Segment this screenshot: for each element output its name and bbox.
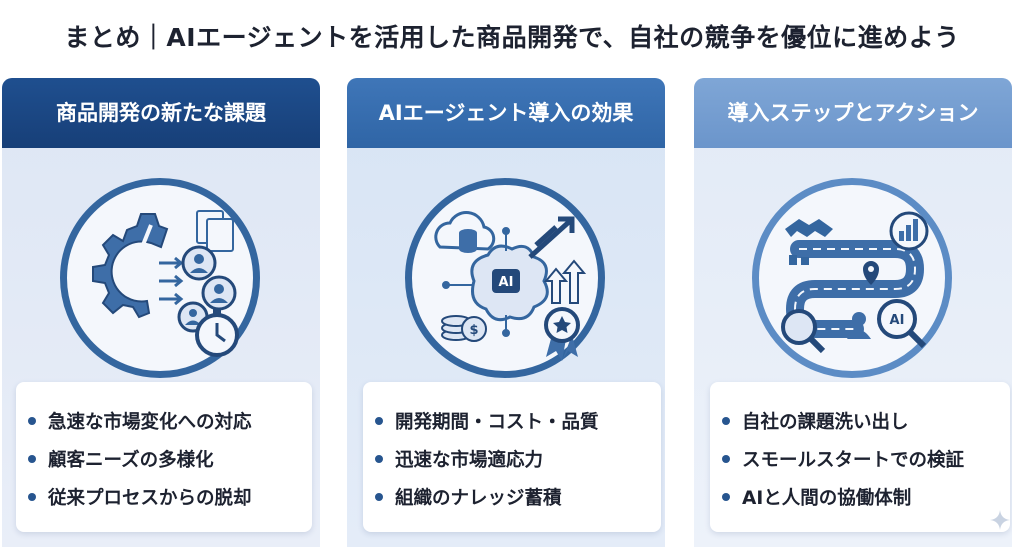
ai-brain-growth-icon: AI $ [405, 178, 605, 378]
effects-list: 開発期間・コスト・品質 迅速な市場適応力 組織のナレッジ蓄積 [363, 382, 661, 532]
bullet-icon [375, 493, 383, 501]
bullet-icon [28, 493, 36, 501]
panel-header: 商品開発の新たな課題 [2, 78, 320, 148]
bullet-icon [722, 493, 730, 501]
bullet-icon [722, 455, 730, 463]
list-item: スモールスタートでの検証 [722, 442, 1010, 480]
bullet-icon [375, 455, 383, 463]
steps-list: 自社の課題洗い出し スモールスタートでの検証 AIと人間の協働体制 [710, 382, 1010, 532]
list-item: 開発期間・コスト・品質 [375, 404, 661, 442]
panel-header: AIエージェント導入の効果 [347, 78, 665, 148]
challenge-list: 急速な市場変化への対応 顧客ニーズの多様化 従来プロセスからの脱却 [16, 382, 312, 532]
panel-header: 導入ステップとアクション [694, 78, 1012, 148]
bullet-icon [28, 417, 36, 425]
panel-steps: 導入ステップとアクション AI [694, 78, 1012, 547]
roadmap-handshake-icon: AI [752, 178, 952, 378]
gear-people-clock-icon [60, 178, 260, 378]
svg-text:$: $ [469, 323, 478, 338]
svg-text:AI: AI [890, 313, 905, 328]
list-item: 顧客ニーズの多様化 [28, 442, 312, 480]
svg-text:AI: AI [499, 275, 514, 290]
bullet-icon [28, 455, 36, 463]
sparkle-icon [990, 510, 1010, 530]
list-item: AIと人間の協働体制 [722, 480, 1010, 518]
panel-challenges: 商品開発の新たな課題 [2, 78, 320, 547]
list-item: 迅速な市場適応力 [375, 442, 661, 480]
bullet-icon [375, 417, 383, 425]
list-item: 組織のナレッジ蓄積 [375, 480, 661, 518]
list-item: 従来プロセスからの脱却 [28, 480, 312, 518]
list-item: 急速な市場変化への対応 [28, 404, 312, 442]
panel-effects: AIエージェント導入の効果 AI [347, 78, 665, 547]
bullet-icon [722, 417, 730, 425]
list-item: 自社の課題洗い出し [722, 404, 1010, 442]
page-title: まとめ｜AIエージェントを活用した商品開発で、自社の競争を優位に進めよう [64, 23, 960, 52]
